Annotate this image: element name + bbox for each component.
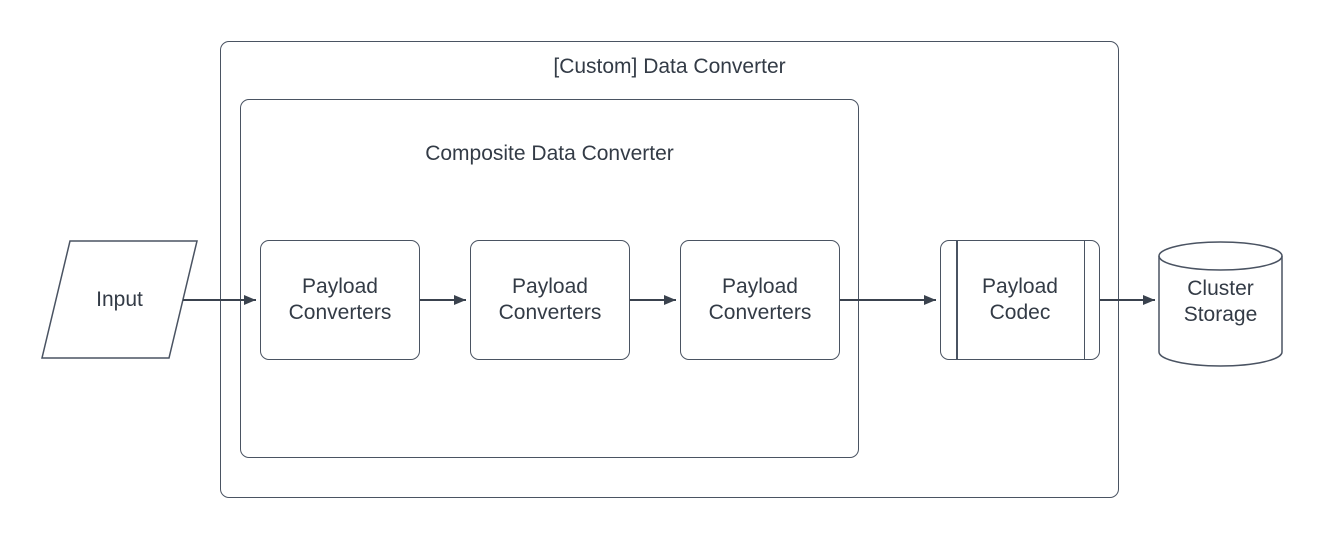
codec-right-divider [1083, 241, 1085, 359]
payload-converters-node-3: Payload Converters [680, 240, 840, 360]
payload-codec-label: Payload Codec [982, 275, 1058, 324]
cylinder-rim-line [1158, 255, 1283, 271]
composite-data-converter-label: Composite Data Converter [425, 142, 674, 165]
codec-left-divider [956, 241, 958, 359]
custom-data-converter-group: [Custom] Data Converter [220, 41, 1119, 498]
payload-converters-node-1: Payload Converters [260, 240, 420, 360]
cluster-storage-label: Cluster Storage [1183, 277, 1258, 326]
cluster-storage-cylinder-shape [1158, 241, 1283, 367]
payload-codec-node: Payload Codec [940, 240, 1100, 360]
payload-converters-label-2: Payload Converters [498, 275, 602, 324]
payload-converters-label-1: Payload Converters [288, 275, 392, 324]
custom-data-converter-label: [Custom] Data Converter [553, 55, 786, 78]
input-parallelogram-shape [41, 240, 198, 359]
cluster-storage-node: Cluster Storage [1159, 246, 1282, 358]
composite-data-converter-group: Composite Data Converter [240, 99, 859, 458]
input-label: Input [96, 287, 143, 311]
payload-converters-node-2: Payload Converters [470, 240, 630, 360]
payload-converters-label-3: Payload Converters [708, 275, 812, 324]
input-node: Input [42, 241, 197, 358]
